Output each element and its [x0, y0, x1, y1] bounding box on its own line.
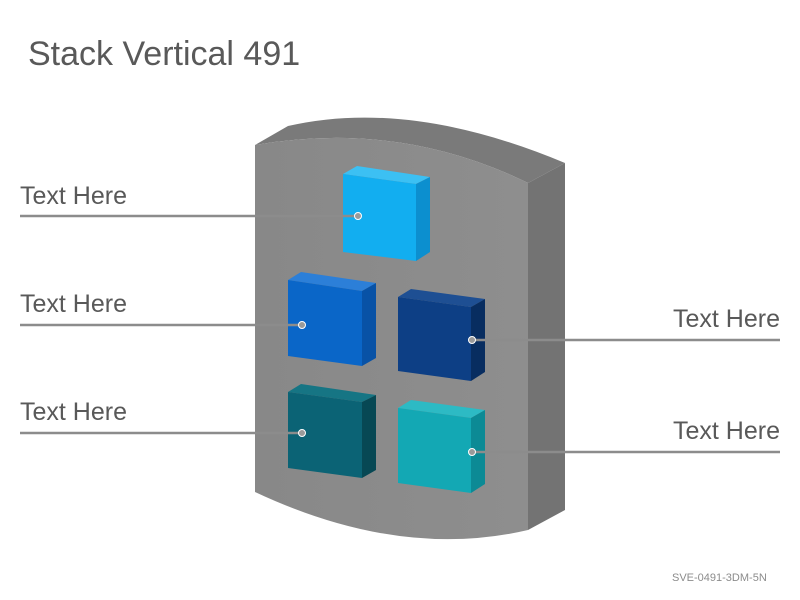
connector-dot [298, 321, 306, 329]
label-mid-left: Text Here [20, 290, 127, 318]
connector-dot [298, 429, 306, 437]
connector-dot [354, 212, 362, 220]
page-title: Stack Vertical 491 [28, 35, 301, 73]
cube-teal [398, 400, 485, 493]
cube-dark-teal [288, 384, 376, 478]
connector-dot [468, 448, 476, 456]
cube-light-blue [343, 166, 430, 261]
cube-blue [288, 272, 376, 366]
cube-navy [398, 289, 485, 381]
label-mid-right: Text Here [673, 305, 780, 333]
label-top-left: Text Here [20, 182, 127, 210]
label-bottom-right: Text Here [673, 417, 780, 445]
connector-dot [468, 336, 476, 344]
diagram-code: SVE-0491-3DM-5N [672, 572, 767, 584]
label-bottom-left: Text Here [20, 398, 127, 426]
